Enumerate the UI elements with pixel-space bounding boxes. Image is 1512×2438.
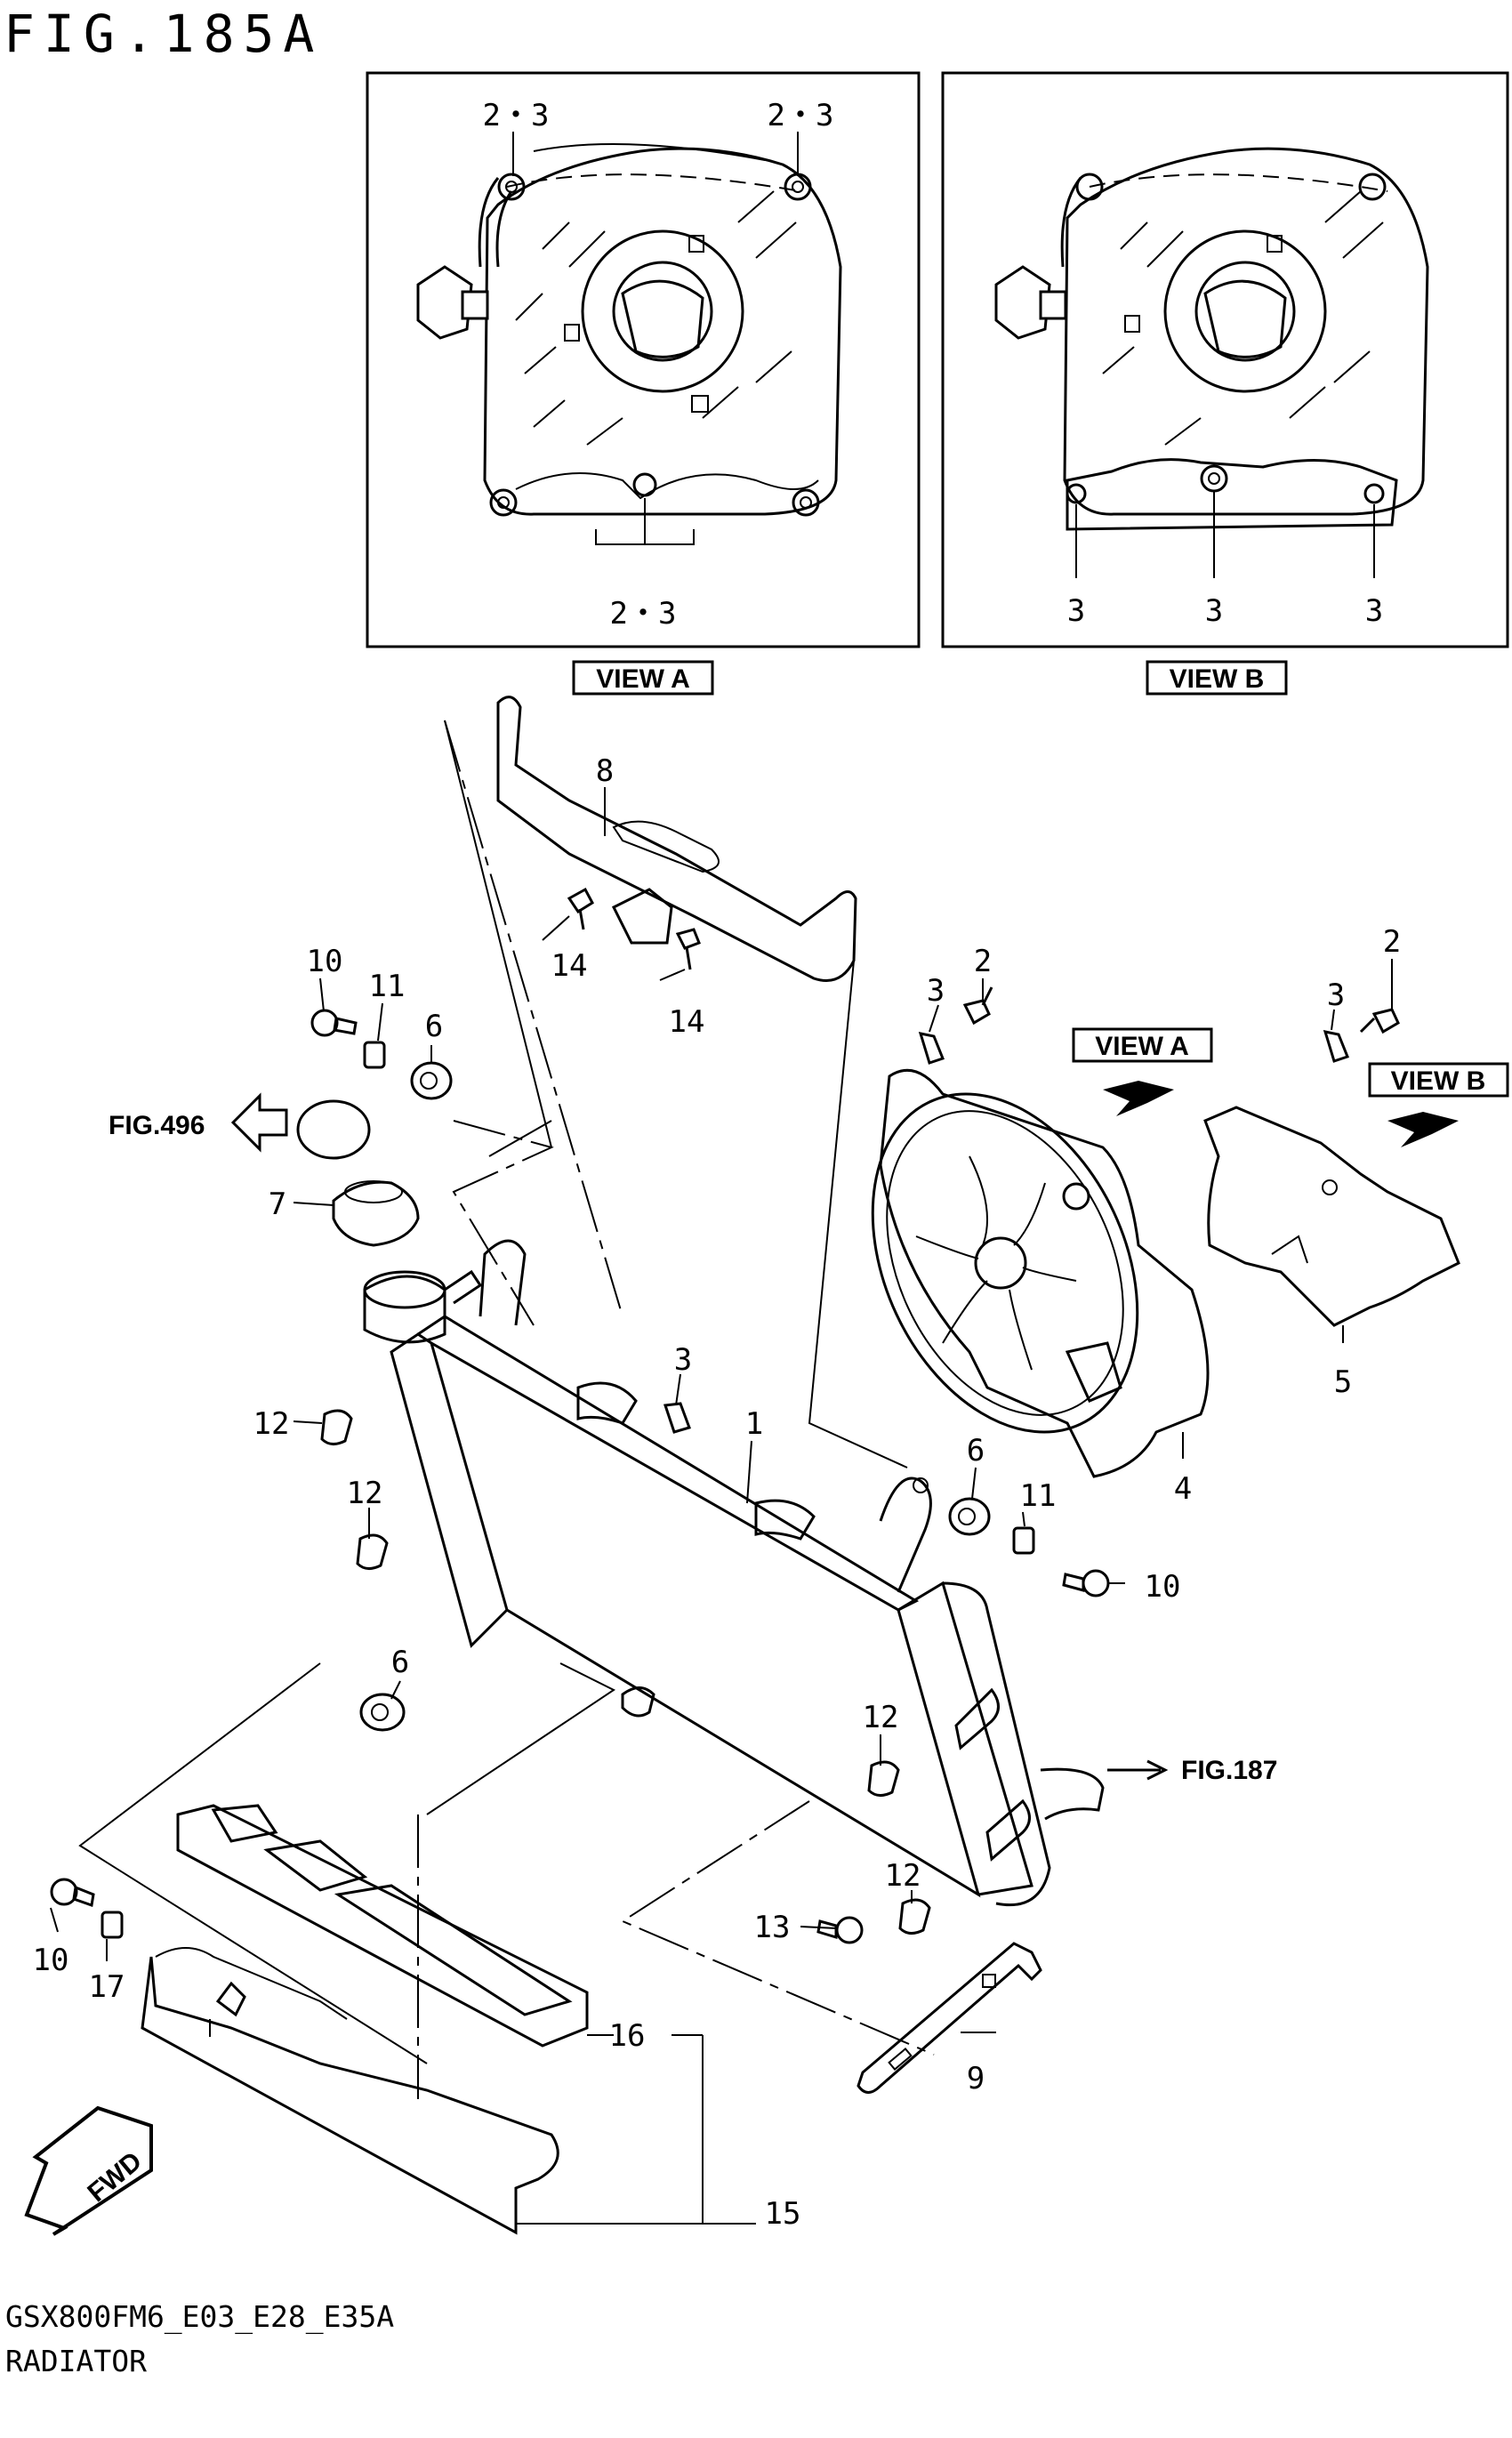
lower-bracket [857, 1942, 1042, 2094]
view-b-callout: 3 [1205, 593, 1223, 629]
view-b-callout: 3 [1365, 593, 1383, 629]
view-a-label: VIEW A [596, 664, 690, 694]
rubber-grommet [359, 1693, 406, 1732]
model-code: GSX800FM6_E03_E28_E35A [5, 2299, 395, 2334]
view-b-label-box [1146, 660, 1288, 696]
collar [363, 1041, 386, 1069]
rubber-grommet [948, 1497, 991, 1536]
part-label: 15 [765, 2196, 801, 2232]
cushion [320, 1409, 353, 1445]
bolt [50, 1878, 95, 1908]
bolt [310, 1009, 358, 1037]
part-label: 11 [1020, 1478, 1057, 1514]
view-a-tag-box [1072, 1027, 1213, 1063]
fig496-reference[interactable]: FIG.496 [109, 1111, 205, 1140]
part-label: 12 [863, 1700, 899, 1735]
collar [1012, 1526, 1035, 1555]
part-label: 12 [347, 1476, 383, 1511]
view-b-tag: VIEW B [1391, 1066, 1486, 1096]
view-b-label: VIEW B [1170, 664, 1265, 694]
fwd-arrow-icon [24, 2105, 153, 2236]
bolt [962, 986, 993, 1026]
view-a-panel: 2・3 2・3 2・3 VIEW A [366, 71, 921, 696]
view-a-callout: 2・3 [610, 596, 677, 632]
assembly-leaders [78, 720, 935, 2099]
view-b-fan-shroud [994, 147, 1429, 531]
rubber-grommet [410, 1061, 453, 1100]
part-label: 4 [1174, 1471, 1192, 1507]
part-label: 6 [391, 1645, 409, 1680]
part-label: 2 [974, 944, 992, 979]
view-b-tag-box [1368, 1062, 1509, 1098]
view-a-label-box [572, 660, 714, 696]
part-label: 14 [551, 948, 588, 984]
view-a-leader [595, 498, 695, 545]
view-a-fan-shroud [416, 143, 842, 517]
part-label: 7 [269, 1187, 286, 1222]
bolt [567, 887, 594, 930]
radiator-cap [332, 1180, 420, 1247]
bolt [816, 1916, 864, 1944]
part-label: 12 [253, 1406, 290, 1442]
fig496-arrow-icon [230, 1092, 288, 1153]
part-label: 2 [1383, 924, 1401, 960]
fig187-arrow-icon [1107, 1759, 1169, 1781]
part-label: 6 [967, 1433, 985, 1468]
o-ring [296, 1099, 371, 1160]
collar [101, 1911, 124, 1939]
bolt [1062, 1569, 1110, 1597]
lower-cover [141, 1804, 589, 2235]
part-label: 16 [609, 2018, 646, 2054]
bolt [1359, 1008, 1400, 1034]
nut-clip [1323, 1030, 1349, 1063]
nut-clip [918, 1032, 945, 1065]
view-b-arrow [1387, 1112, 1459, 1147]
fig187-reference[interactable]: FIG.187 [1181, 1756, 1277, 1785]
diagram-name: RADIATOR [5, 2344, 147, 2378]
cooling-fan-assembly [871, 1068, 1210, 1478]
view-a-callout: 2・3 [768, 98, 834, 133]
upper-bracket [496, 696, 857, 982]
view-a-tag: VIEW A [1095, 1032, 1189, 1061]
part-label: 3 [674, 1342, 692, 1378]
nut-clip [663, 1402, 691, 1434]
part-leaders [50, 787, 1393, 2225]
part-label: 6 [425, 1009, 443, 1044]
part-label: 13 [754, 1910, 791, 1945]
part-label: 11 [369, 969, 406, 1004]
fan-cover [1203, 1106, 1460, 1327]
view-a-arrow [1103, 1081, 1174, 1116]
cushion [867, 1760, 900, 1797]
part-label: 5 [1334, 1364, 1352, 1400]
bolt [675, 928, 701, 970]
view-b-callout: 3 [1067, 593, 1085, 629]
part-label: 1 [745, 1406, 763, 1442]
view-a-callout: 2・3 [483, 98, 550, 133]
part-label: 3 [927, 973, 945, 1009]
view-b-panel: 3 3 3 VIEW B [941, 71, 1509, 696]
part-label: 9 [967, 2061, 985, 2096]
part-label: 10 [33, 1943, 69, 1978]
part-label: 14 [669, 1004, 705, 1040]
part-label: 12 [885, 1858, 921, 1894]
cushion [356, 1533, 389, 1570]
part-label: 10 [1145, 1569, 1181, 1605]
part-label: 17 [89, 1969, 125, 2005]
figure-title: FIG.185A [4, 4, 324, 64]
cushion [898, 1898, 931, 1935]
part-label: 10 [307, 944, 343, 979]
part-label: 8 [596, 753, 614, 789]
radiator-core [363, 1239, 1105, 1907]
part-label: 3 [1327, 978, 1345, 1013]
